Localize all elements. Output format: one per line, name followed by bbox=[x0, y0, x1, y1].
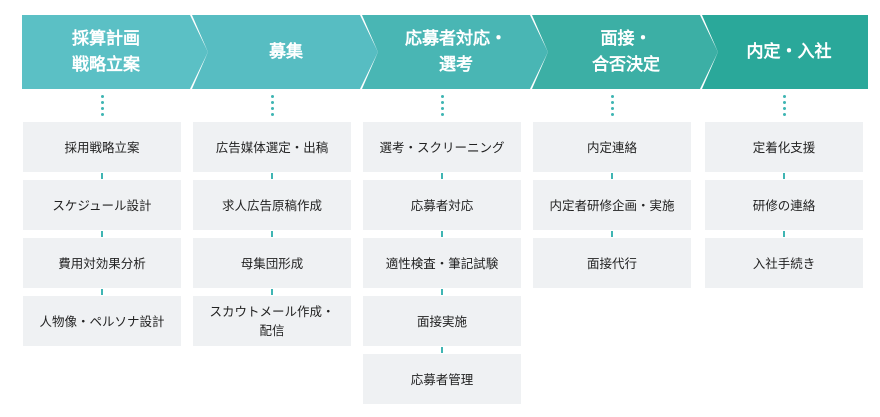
connector bbox=[533, 172, 691, 180]
stage-chevron-4: 面接・ 合否決定 bbox=[532, 15, 718, 89]
chevron-shape bbox=[192, 15, 378, 89]
stage-tasks-4: 内定連絡 内定者研修企画・実施 面接代行 bbox=[533, 95, 691, 288]
stage-title-2: 募集 bbox=[269, 42, 303, 62]
stage-tasks-5: 定着化支援 研修の連絡 入社手続き bbox=[705, 95, 863, 288]
task-box: 定着化支援 bbox=[705, 122, 863, 172]
connector bbox=[23, 172, 181, 180]
connector bbox=[193, 172, 351, 180]
task-box: 人物像・ペルソナ設計 bbox=[23, 296, 181, 346]
connector-dots bbox=[270, 95, 274, 116]
stage-title-1: 採算計画 戦略立案 bbox=[72, 29, 140, 75]
stage-chevron-1: 採算計画 戦略立案 bbox=[22, 15, 208, 89]
connector-dots bbox=[610, 95, 614, 116]
task-box: 母集団形成 bbox=[193, 238, 351, 288]
connector bbox=[705, 172, 863, 180]
chevron-shape bbox=[22, 15, 208, 89]
connector bbox=[363, 230, 521, 238]
chevron-shape bbox=[702, 15, 868, 89]
task-box: 面接実施 bbox=[363, 296, 521, 346]
stage-title-4: 面接・ 合否決定 bbox=[592, 29, 660, 75]
stage-title-3: 応募者対応・ 選考 bbox=[405, 29, 507, 75]
connector bbox=[23, 230, 181, 238]
stage-tasks-1: 採用戦略立案 スケジュール設計 費用対効果分析 人物像・ペルソナ設計 bbox=[23, 95, 181, 346]
task-box: 応募者管理 bbox=[363, 354, 521, 404]
chevron-shape bbox=[532, 15, 718, 89]
connector-dots bbox=[782, 95, 786, 116]
task-box: 応募者対応 bbox=[363, 180, 521, 230]
connector-dots bbox=[440, 95, 444, 116]
connector bbox=[363, 288, 521, 296]
stage-tasks-2: 広告媒体選定・出稿 求人広告原稿作成 母集団形成 スカウトメール作成・ 配信 bbox=[193, 95, 351, 346]
task-box: 入社手続き bbox=[705, 238, 863, 288]
stage-chevron-3: 応募者対応・ 選考 bbox=[362, 15, 548, 89]
stage-chevron-2: 募集 bbox=[192, 15, 378, 89]
stage-tasks-3: 選考・スクリーニング 応募者対応 適性検査・筆記試験 面接実施 応募者管理 bbox=[363, 95, 521, 404]
task-box: 広告媒体選定・出稿 bbox=[193, 122, 351, 172]
connector-dots bbox=[100, 95, 104, 116]
task-box: 内定者研修企画・実施 bbox=[533, 180, 691, 230]
connector bbox=[193, 230, 351, 238]
task-box: 費用対効果分析 bbox=[23, 238, 181, 288]
task-box: 求人広告原稿作成 bbox=[193, 180, 351, 230]
task-box: 採用戦略立案 bbox=[23, 122, 181, 172]
task-box: スカウトメール作成・ 配信 bbox=[193, 296, 351, 346]
task-box: 面接代行 bbox=[533, 238, 691, 288]
stage-title-5: 内定・入社 bbox=[746, 42, 832, 62]
stage-chevron-5: 内定・入社 bbox=[702, 15, 868, 89]
task-box: 内定連絡 bbox=[533, 122, 691, 172]
connector bbox=[705, 230, 863, 238]
task-box: 適性検査・筆記試験 bbox=[363, 238, 521, 288]
chevron-shape bbox=[362, 15, 548, 89]
connector bbox=[533, 230, 691, 238]
task-box: 選考・スクリーニング bbox=[363, 122, 521, 172]
connector bbox=[23, 288, 181, 296]
task-box: スケジュール設計 bbox=[23, 180, 181, 230]
task-box: 研修の連絡 bbox=[705, 180, 863, 230]
connector bbox=[193, 288, 351, 296]
connector bbox=[363, 346, 521, 354]
connector bbox=[363, 172, 521, 180]
